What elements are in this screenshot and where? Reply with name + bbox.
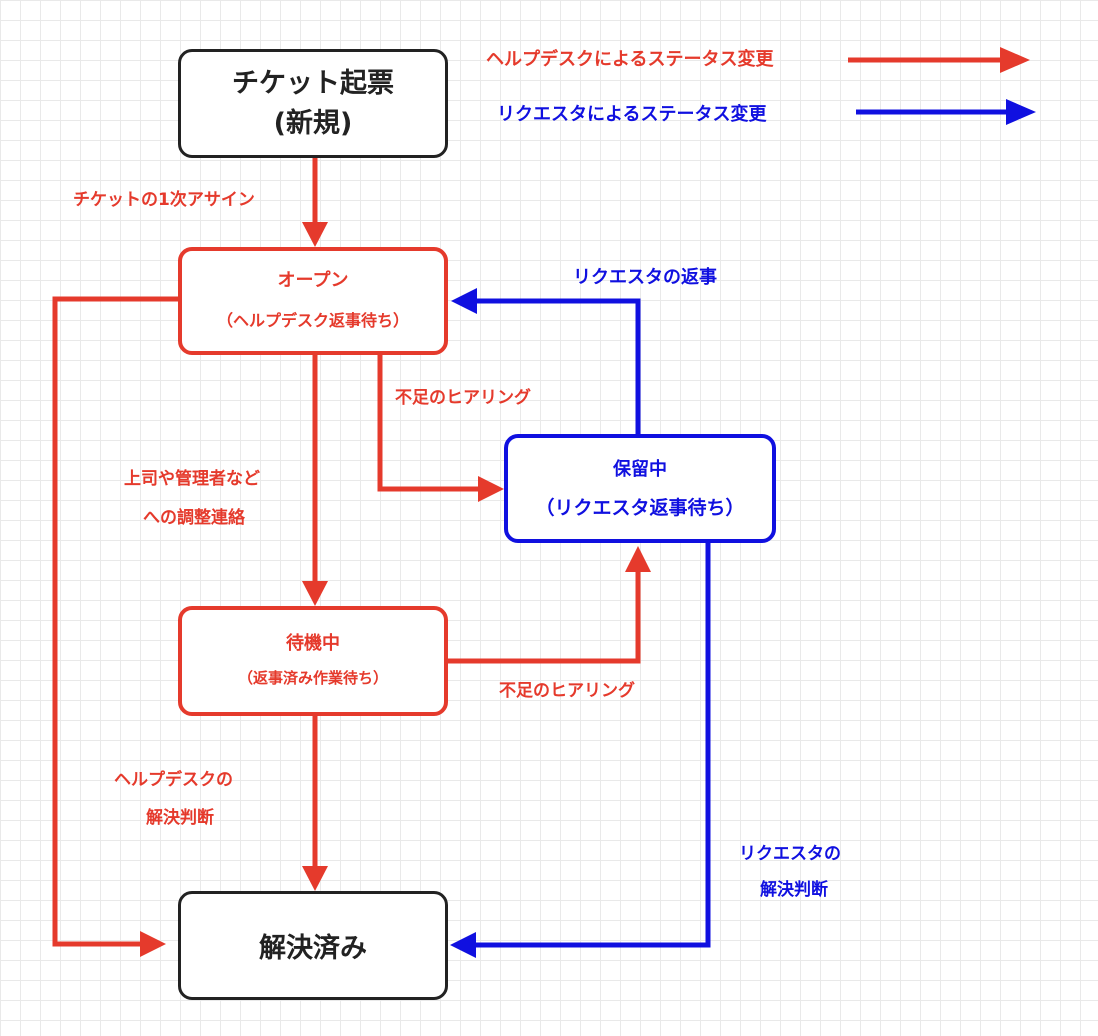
node-new-ticket: チケット起票 (新規): [178, 49, 448, 158]
node-resolved: 解決済み: [178, 891, 448, 1000]
edge-requester-resolve: [474, 543, 711, 948]
node-open: オープン （ヘルプデスク返事待ち）: [178, 247, 448, 355]
edge-open-to-resolved-arrowhead: [140, 931, 166, 957]
legend-red-arrowhead: [1000, 47, 1030, 73]
node-waiting-title: 待機中: [286, 633, 340, 654]
edge-requester-reply-arrowhead: [451, 288, 477, 314]
edge-hearing2: [448, 570, 641, 664]
edge-label-escalate-line1: 上司や管理者など: [124, 469, 260, 489]
edge-hearing1-arrowhead: [478, 476, 504, 502]
node-waiting-subtitle: （返事済み作業待ち）: [237, 669, 388, 687]
node-new-subtitle: (新規): [273, 107, 353, 139]
node-waiting: 待機中 （返事済み作業待ち）: [178, 606, 448, 716]
edge-hearing1: [377, 355, 480, 492]
edge-assign-arrowhead: [302, 222, 328, 247]
node-open-subtitle: （ヘルプデスク返事待ち）: [216, 311, 409, 330]
node-new-title: チケット起票: [232, 67, 394, 99]
edge-label-helpdesk-resolve-line2: 解決判断: [146, 808, 214, 828]
legend-blue-arrowhead: [1006, 99, 1036, 125]
edge-label-assign: チケットの1次アサイン: [73, 190, 255, 210]
edge-label-hearing2: 不足のヒアリング: [499, 681, 635, 701]
node-hold: 保留中 （リクエスタ返事待ち）: [504, 434, 776, 543]
edge-escalate-arrowhead: [302, 581, 328, 606]
edge-hearing2-arrowhead: [625, 546, 651, 572]
node-hold-title: 保留中: [613, 458, 667, 480]
edge-helpdesk-resolve-arrowhead: [302, 866, 328, 891]
edge-label-hearing1: 不足のヒアリング: [395, 388, 531, 408]
edge-label-requester-reply: リクエスタの返事: [573, 267, 717, 288]
edge-label-helpdesk-resolve-line1: ヘルプデスクの: [114, 770, 233, 790]
legend-helpdesk-label: ヘルプデスクによるステータス変更: [486, 49, 774, 70]
edge-requester-resolve-arrowhead: [450, 932, 476, 958]
edge-label-requester-resolve-line1: リクエスタの: [739, 844, 841, 864]
node-hold-subtitle: （リクエスタ返事待ち）: [535, 496, 745, 519]
edge-requester-reply: [475, 298, 641, 434]
edge-label-escalate-line2: への調整連絡: [143, 508, 245, 528]
legend-requester-label: リクエスタによるステータス変更: [497, 104, 767, 125]
node-open-title: オープン: [277, 270, 349, 291]
edge-open-to-resolved: [52, 296, 178, 947]
edge-label-requester-resolve-line2: 解決判断: [760, 880, 828, 900]
node-resolved-title: 解決済み: [259, 933, 367, 964]
